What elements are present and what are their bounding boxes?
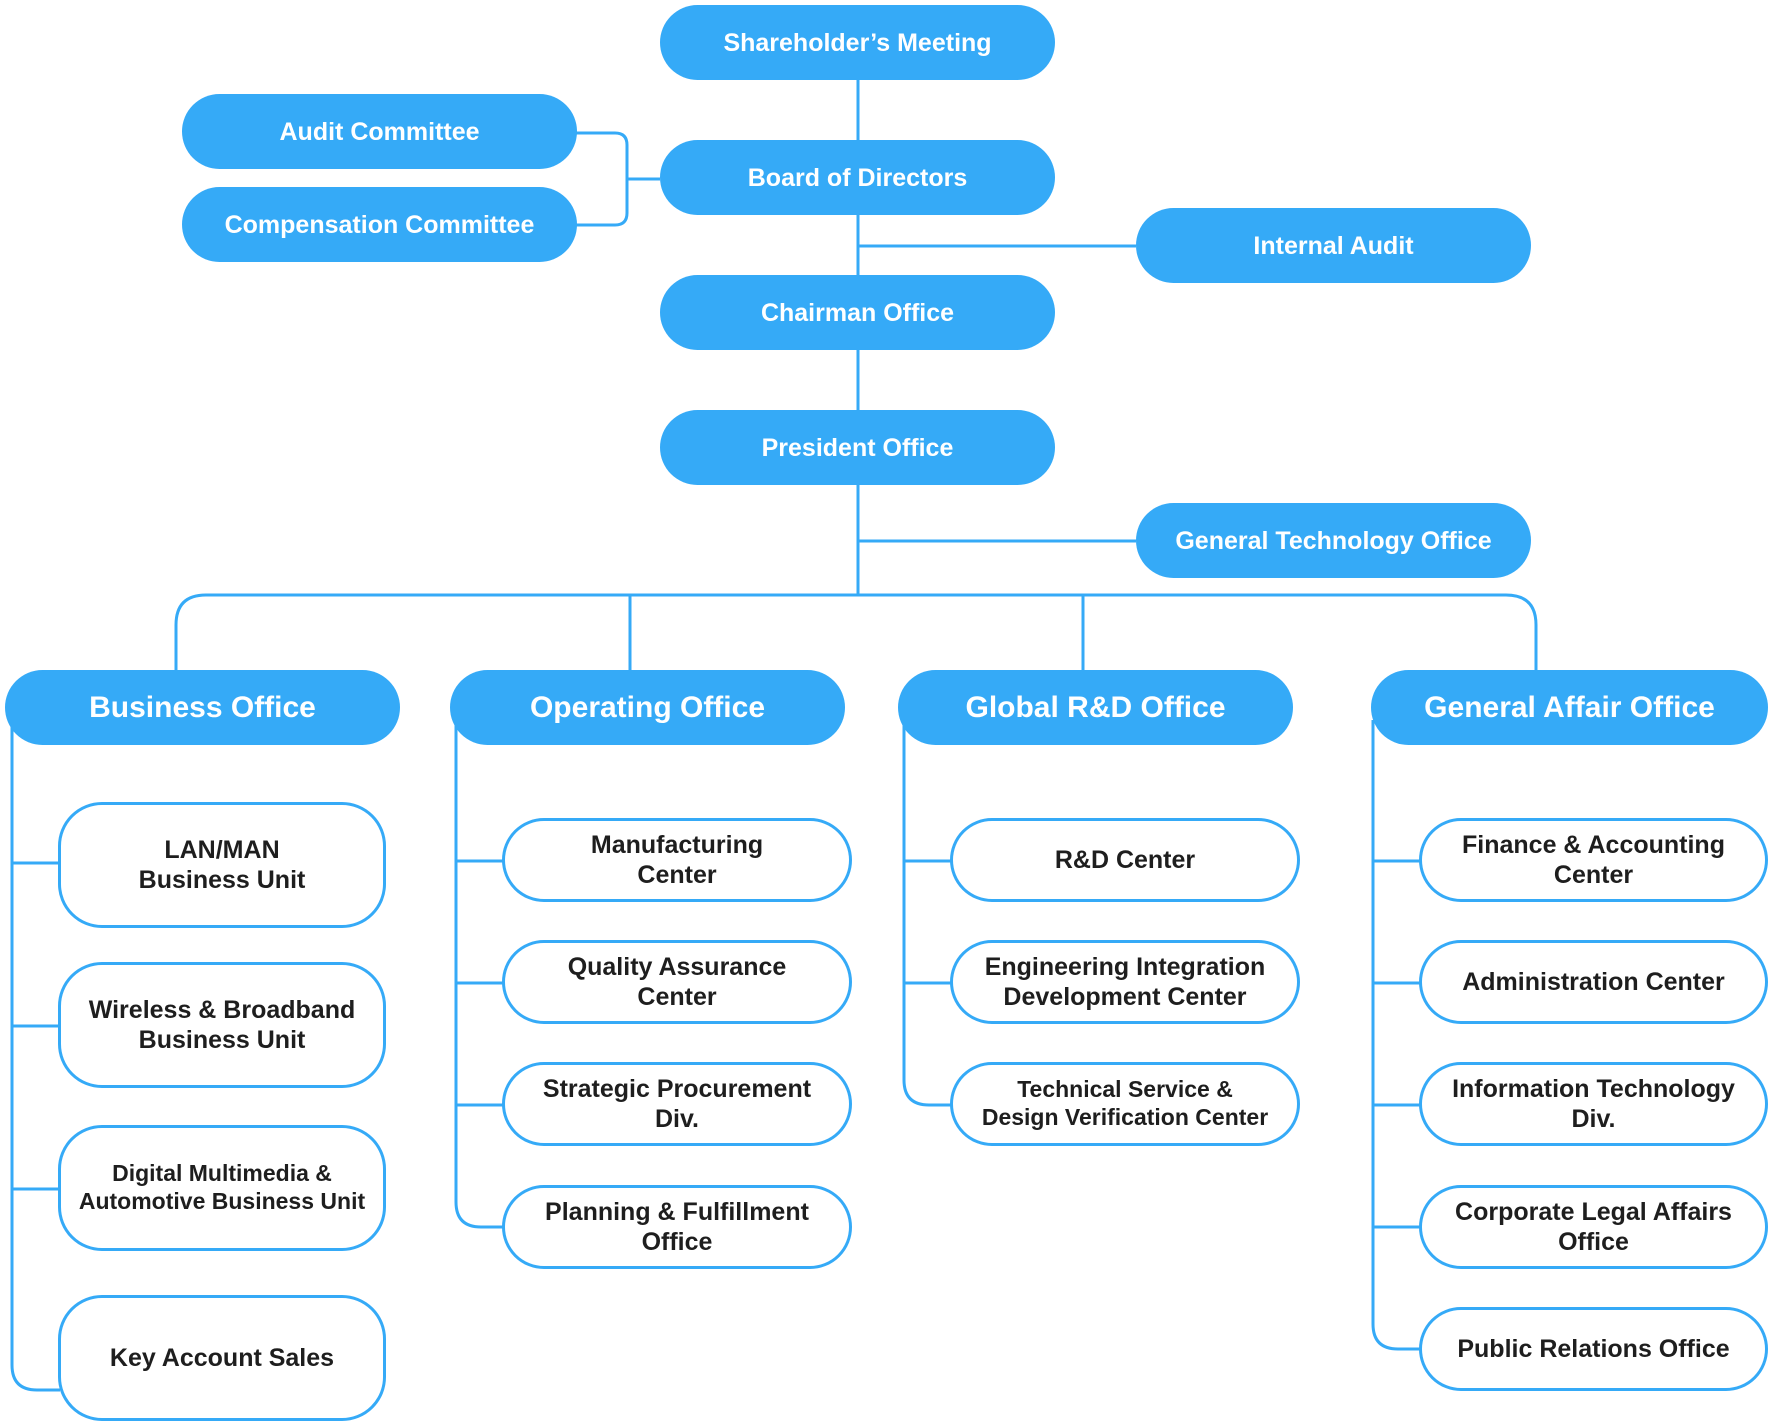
- operating-office-header: Operating Office: [450, 670, 845, 745]
- unit-lan-man: LAN/MAN Business Unit: [58, 802, 386, 928]
- connector: [902, 720, 952, 1107]
- general-affair-office-header: General Affair Office: [1371, 670, 1768, 745]
- internal-audit-node: Internal Audit: [1136, 208, 1531, 283]
- global-rd-office-header: Global R&D Office: [898, 670, 1293, 745]
- unit-administration-center: Administration Center: [1419, 940, 1768, 1024]
- compensation-committee-node: Compensation Committee: [182, 187, 577, 262]
- board-of-directors-node: Board of Directors: [660, 140, 1055, 215]
- shareholders-meeting-node: Shareholder’s Meeting: [660, 5, 1055, 80]
- unit-planning-fulfillment: Planning & Fulfillment Office: [502, 1185, 852, 1269]
- chairman-office-node: Chairman Office: [660, 275, 1055, 350]
- unit-finance-accounting: Finance & Accounting Center: [1419, 818, 1768, 902]
- connector: [10, 720, 60, 1392]
- unit-engineering-integration: Engineering Integration Development Cent…: [950, 940, 1300, 1024]
- connector: [575, 131, 629, 227]
- unit-key-account-sales: Key Account Sales: [58, 1295, 386, 1421]
- business-office-header: Business Office: [5, 670, 400, 745]
- unit-corporate-legal-affairs: Corporate Legal Affairs Office: [1419, 1185, 1768, 1269]
- unit-information-technology: Information Technology Div.: [1419, 1062, 1768, 1146]
- unit-public-relations: Public Relations Office: [1419, 1307, 1768, 1391]
- unit-quality-assurance: Quality Assurance Center: [502, 940, 852, 1024]
- connector: [1371, 720, 1421, 1351]
- president-office-node: President Office: [660, 410, 1055, 485]
- general-technology-office-node: General Technology Office: [1136, 503, 1531, 578]
- unit-strategic-procurement: Strategic Procurement Div.: [502, 1062, 852, 1146]
- unit-rd-center: R&D Center: [950, 818, 1300, 902]
- connector: [454, 720, 504, 1229]
- audit-committee-node: Audit Committee: [182, 94, 577, 169]
- unit-technical-service: Technical Service & Design Verification …: [950, 1062, 1300, 1146]
- unit-digital-multimedia: Digital Multimedia & Automotive Business…: [58, 1125, 386, 1251]
- connector: [174, 593, 1538, 670]
- unit-manufacturing-center: Manufacturing Center: [502, 818, 852, 902]
- unit-wireless-broadband: Wireless & Broadband Business Unit: [58, 962, 386, 1088]
